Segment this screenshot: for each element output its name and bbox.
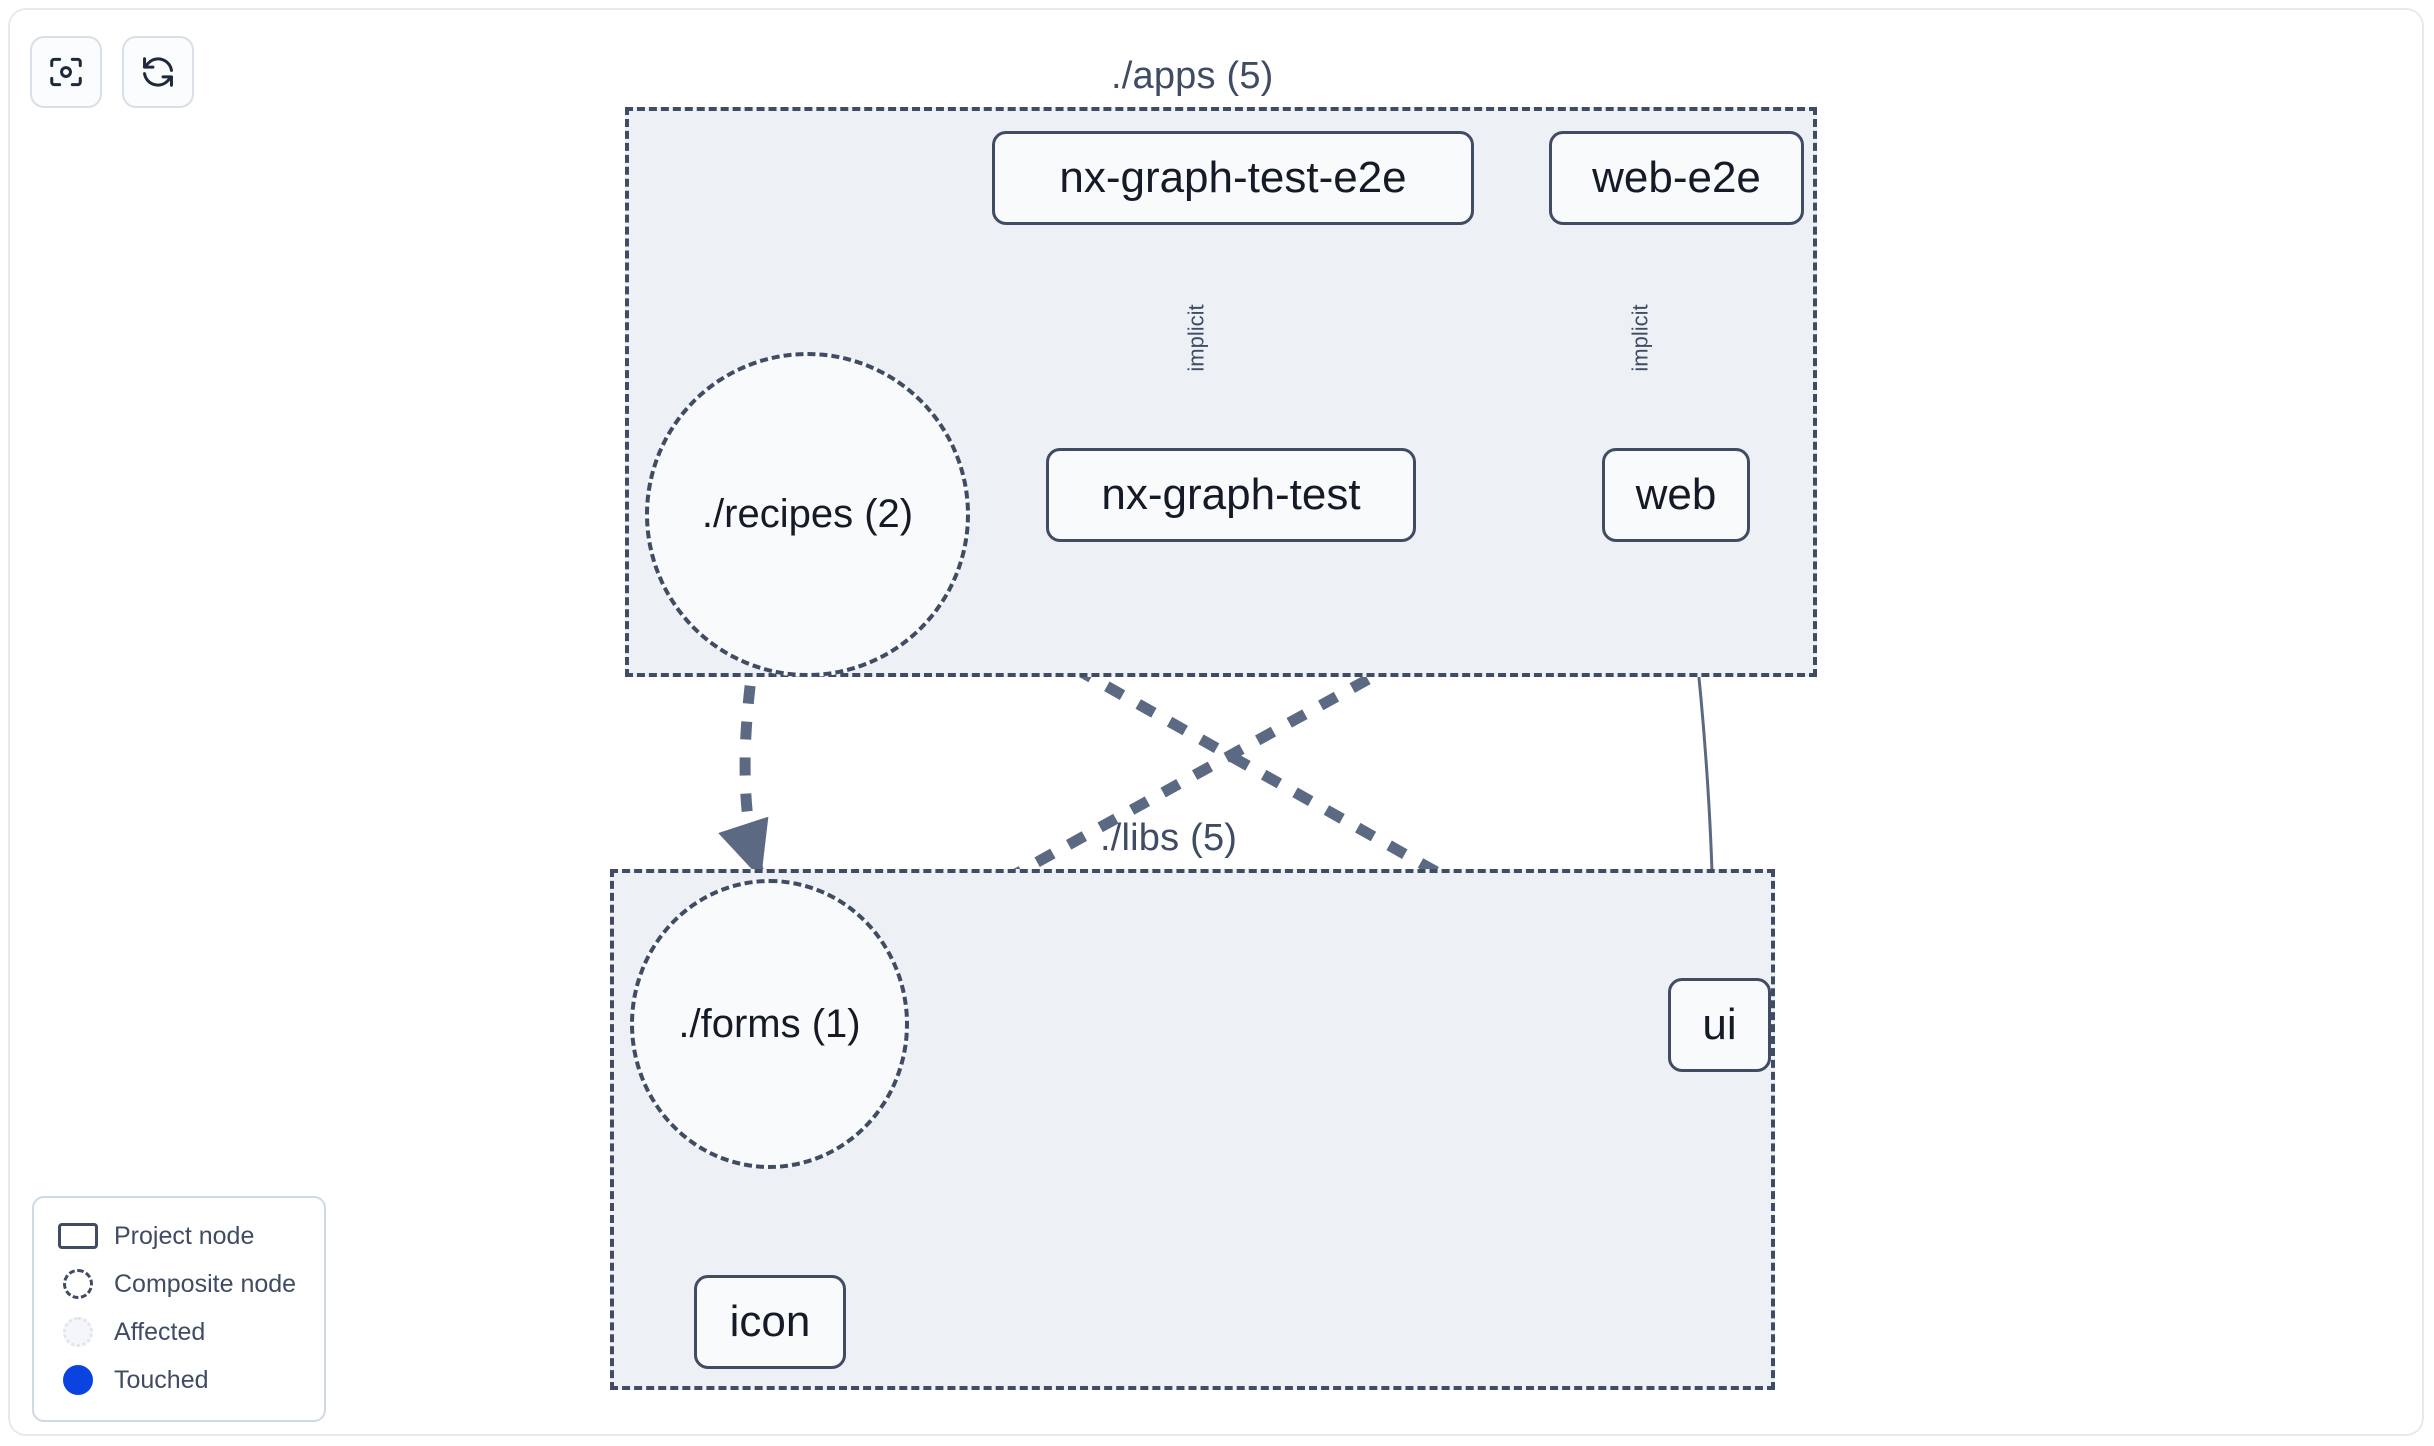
legend-item-affected: Affected — [54, 1308, 308, 1356]
project-node-nx-graph-test-e2e[interactable]: nx-graph-test-e2e — [992, 131, 1474, 225]
group-label-libs: ./libs (5) — [1100, 817, 1238, 859]
edge-label-implicit-web: implicit — [1627, 304, 1653, 372]
legend-label-composite-node: Composite node — [114, 1269, 297, 1298]
legend-item-project-node: Project node — [54, 1212, 308, 1260]
composite-node-recipes[interactable]: ./recipes (2) — [645, 352, 970, 677]
project-node-web[interactable]: web — [1602, 448, 1750, 542]
project-node-icon-label: icon — [729, 1297, 811, 1346]
edge-label-implicit-nx-graph-test: implicit — [1183, 304, 1209, 372]
project-node-web-e2e-label: web-e2e — [1592, 153, 1761, 202]
composite-node-recipes-label: ./recipes (2) — [701, 492, 914, 536]
affected-swatch — [54, 1317, 102, 1347]
touched-swatch — [54, 1365, 102, 1395]
legend-label-affected: Affected — [114, 1317, 206, 1346]
composite-node-swatch — [54, 1269, 102, 1299]
project-node-ui-label: ui — [1702, 1000, 1737, 1049]
focus-graph-button[interactable] — [30, 36, 102, 108]
legend-label-project-node: Project node — [114, 1221, 255, 1250]
refresh-graph-button[interactable] — [122, 36, 194, 108]
composite-node-forms[interactable]: ./forms (1) — [630, 879, 909, 1169]
project-node-nx-graph-test-label: nx-graph-test — [1101, 470, 1361, 519]
project-node-swatch — [54, 1223, 102, 1249]
project-node-nx-graph-test[interactable]: nx-graph-test — [1046, 448, 1416, 542]
group-label-apps: ./apps (5) — [1111, 55, 1274, 97]
project-node-nx-graph-test-e2e-label: nx-graph-test-e2e — [1059, 153, 1407, 202]
composite-node-forms-label: ./forms (1) — [678, 1001, 861, 1046]
project-node-ui[interactable]: ui — [1668, 978, 1771, 1072]
project-node-web-e2e[interactable]: web-e2e — [1549, 131, 1804, 225]
graph-toolbar — [30, 36, 194, 108]
graph-legend: Project node Composite node Affected Tou… — [32, 1196, 326, 1422]
refresh-icon — [139, 53, 177, 91]
project-node-web-label: web — [1635, 470, 1717, 519]
edge-recipes-to-forms[interactable] — [718, 649, 769, 880]
project-node-icon[interactable]: icon — [694, 1275, 846, 1369]
focus-target-icon — [47, 53, 85, 91]
legend-label-touched: Touched — [114, 1365, 209, 1394]
legend-item-touched: Touched — [54, 1356, 308, 1404]
legend-item-composite-node: Composite node — [54, 1260, 308, 1308]
